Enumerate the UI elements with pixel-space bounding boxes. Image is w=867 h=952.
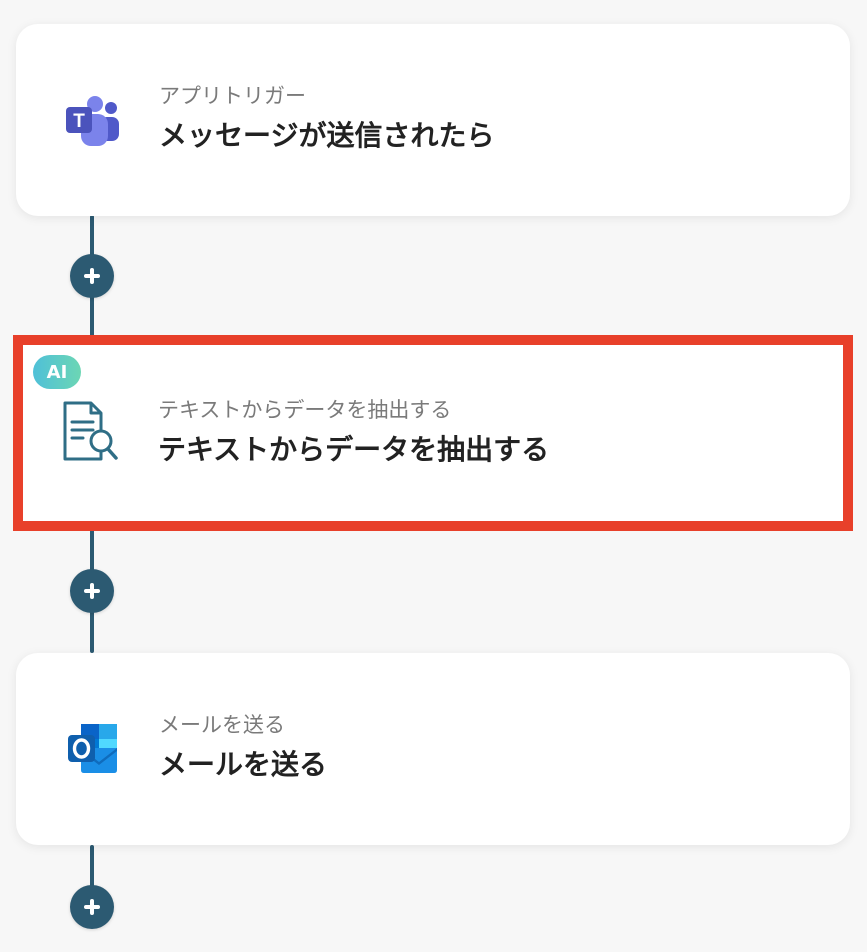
connector-line xyxy=(90,845,94,910)
step-title: メールを送る xyxy=(159,748,328,782)
step-card-teams-trigger[interactable]: T アプリトリガー メッセージが送信されたら xyxy=(16,24,850,216)
add-step-button[interactable] xyxy=(70,569,114,613)
step-card-outlook-send[interactable]: メールを送る メールを送る xyxy=(16,653,850,845)
step-subtitle: メールを送る xyxy=(159,713,285,737)
step-subtitle: アプリトリガー xyxy=(159,84,306,108)
document-search-icon xyxy=(61,401,119,461)
ai-badge: AI xyxy=(33,355,81,389)
svg-text:T: T xyxy=(73,111,85,132)
step-card-ai-extract[interactable]: テキストからデータを抽出する テキストからデータを抽出する xyxy=(13,335,853,531)
plus-icon xyxy=(84,899,100,915)
step-subtitle: テキストからデータを抽出する xyxy=(158,398,452,422)
add-step-button[interactable] xyxy=(70,885,114,929)
microsoft-outlook-icon xyxy=(64,719,122,777)
add-step-button[interactable] xyxy=(70,254,114,298)
step-title: メッセージが送信されたら xyxy=(159,119,495,153)
plus-icon xyxy=(84,268,100,284)
plus-icon xyxy=(84,583,100,599)
step-title: テキストからデータを抽出する xyxy=(158,433,550,467)
microsoft-teams-icon: T xyxy=(64,91,122,149)
